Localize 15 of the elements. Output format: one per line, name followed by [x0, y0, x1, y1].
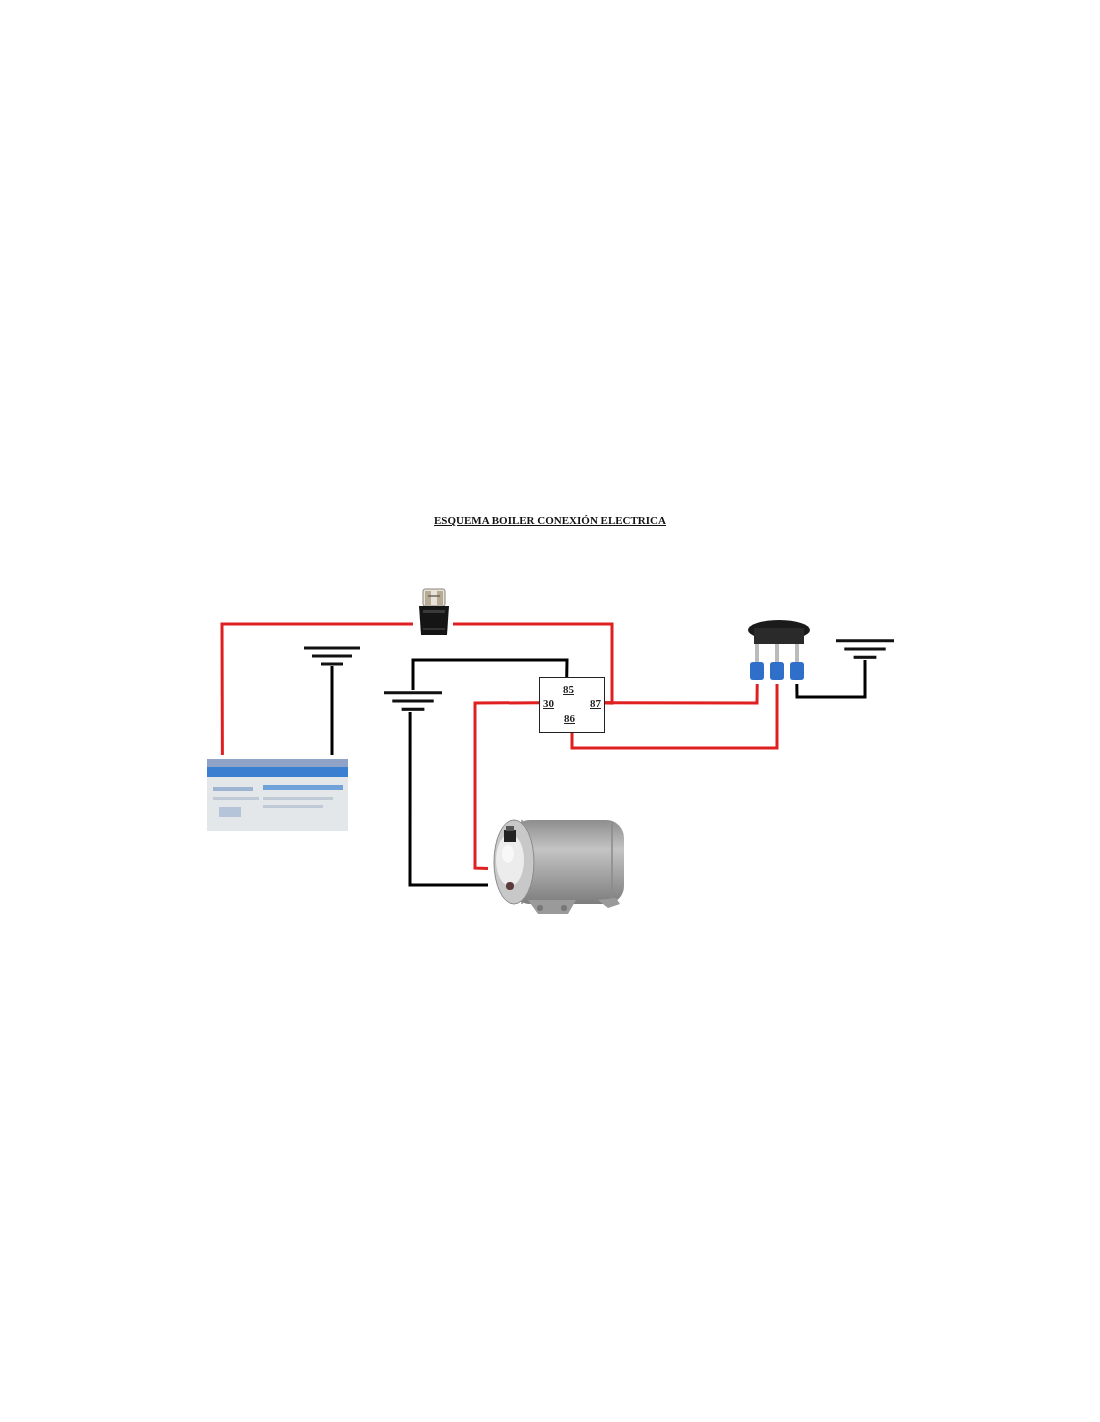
- wire: [570, 684, 779, 750]
- relay-box: [539, 677, 605, 733]
- pin-number: 85: [563, 684, 574, 695]
- wire: [473, 701, 539, 870]
- wire: [408, 712, 488, 887]
- diagram-title: ESQUEMA BOILER CONEXIÓN ELECTRICA: [434, 514, 666, 526]
- wire: [795, 660, 867, 699]
- wire: [605, 684, 759, 705]
- wire: [411, 658, 569, 690]
- pin-number: 30: [543, 698, 554, 709]
- wire: [330, 666, 334, 755]
- wire: [453, 622, 614, 705]
- pin-number: 87: [590, 698, 601, 709]
- wire: [220, 622, 413, 755]
- pin-number: 86: [564, 713, 575, 724]
